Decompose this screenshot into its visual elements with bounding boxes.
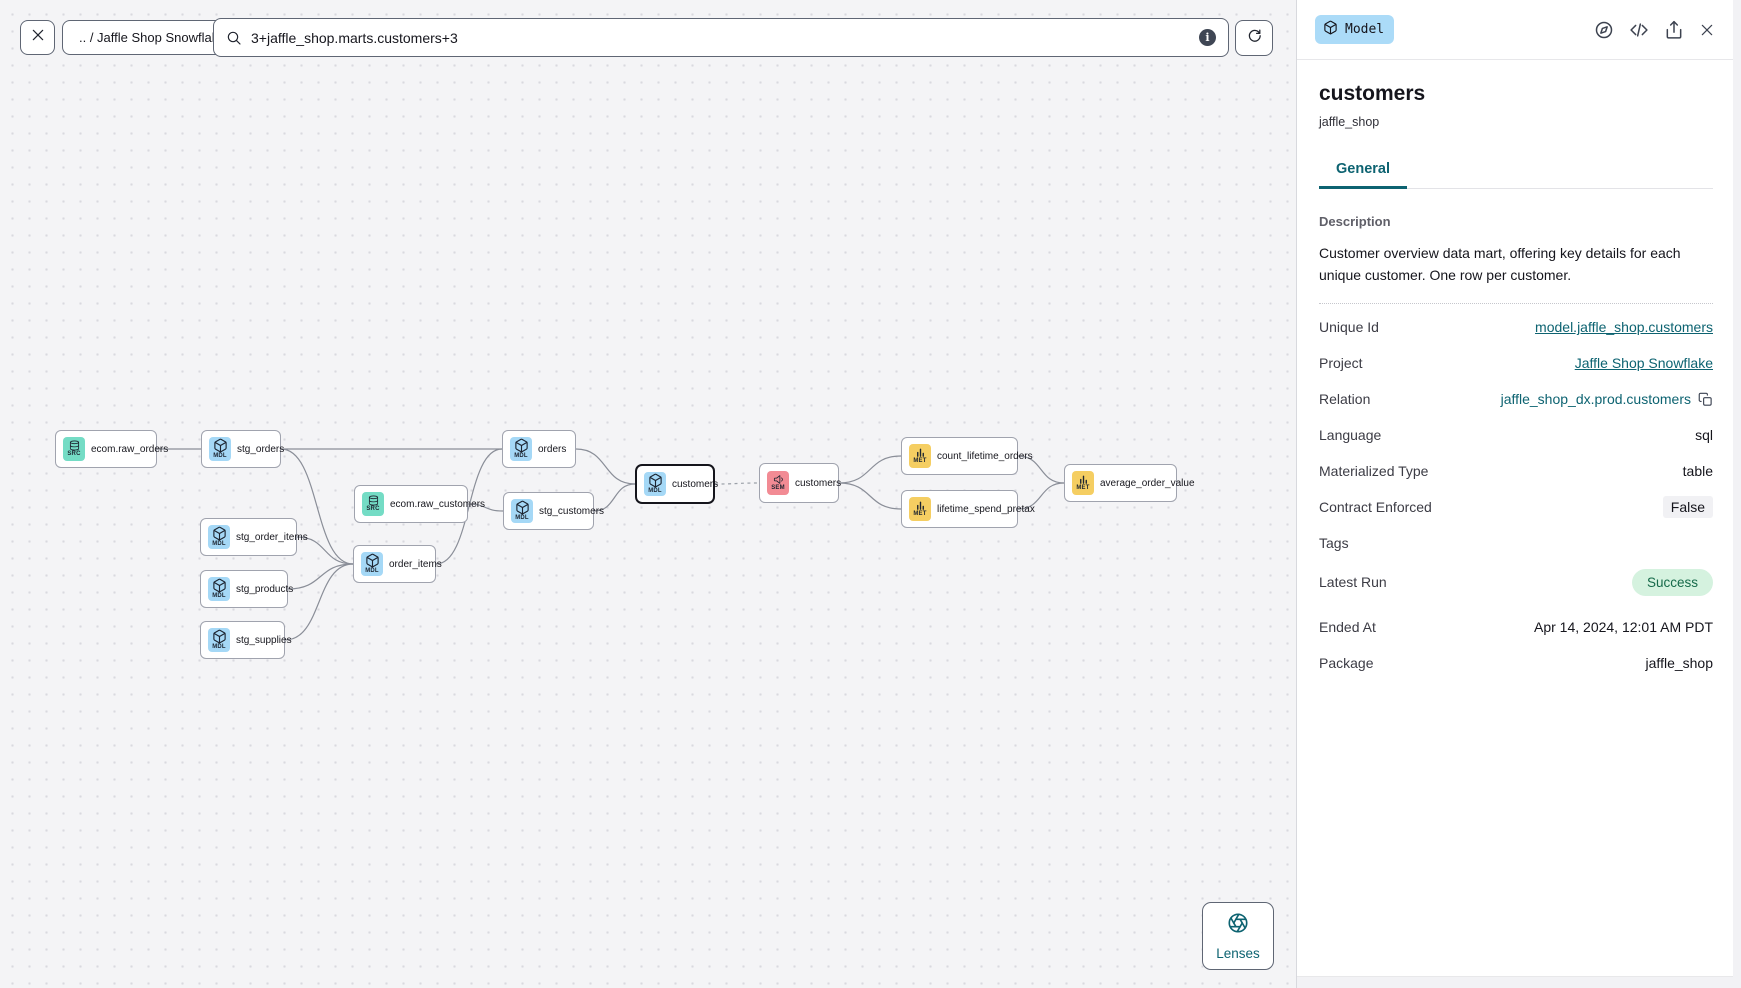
copy-icon[interactable] — [1698, 392, 1713, 407]
graph-node-average_order_value[interactable]: MET average_order_value — [1064, 464, 1195, 502]
graph-node-ecom_raw_orders[interactable]: SRC ecom.raw_orders — [55, 430, 168, 468]
graph-node-stg_customers[interactable]: MDL stg_customers — [503, 492, 604, 530]
graph-node-stg_products[interactable]: MDL stg_products — [200, 570, 293, 608]
details-panel: Model customers jaffle_shop General Desc… — [1296, 0, 1741, 988]
node-label: lifetime_spend_pretax — [937, 503, 1035, 515]
field-row-relation: Relation jaffle_shop_dx.prod.customers — [1319, 381, 1713, 417]
tab-general[interactable]: General — [1319, 161, 1407, 189]
explore-compass-icon[interactable] — [1594, 20, 1614, 40]
tab-bar: General — [1319, 160, 1713, 189]
node-label: stg_orders — [237, 443, 285, 455]
cube-icon — [1323, 20, 1338, 39]
relation-value: jaffle_shop_dx.prod.customers — [1500, 391, 1691, 408]
divider — [1319, 303, 1713, 305]
search-input[interactable] — [251, 29, 1190, 46]
cube-icon: MDL — [208, 628, 230, 652]
field-row-project: Project Jaffle Shop Snowflake — [1319, 355, 1713, 372]
field-row-latest-run: Latest Run Success — [1319, 561, 1713, 603]
package-value: jaffle_shop — [1645, 655, 1713, 672]
field-row-language: Language sql — [1319, 427, 1713, 444]
cube-icon: MDL — [361, 552, 383, 576]
graph-node-customers_model[interactable]: MDL customers — [635, 464, 719, 504]
node-label: ecom.raw_customers — [390, 498, 486, 510]
node-label: customers — [672, 478, 719, 490]
refresh-icon — [1246, 27, 1263, 49]
field-row-ended-at: Ended At Apr 14, 2024, 12:01 AM PDT — [1319, 619, 1713, 636]
info-icon[interactable]: i — [1199, 29, 1216, 46]
barchart-icon: MET — [1072, 471, 1094, 495]
panel-header: Model — [1297, 0, 1733, 60]
project-link[interactable]: Jaffle Shop Snowflake — [1574, 355, 1713, 372]
graph-node-customers_semantic[interactable]: SEM customers — [759, 463, 842, 503]
megaphone-icon: SEM — [767, 471, 789, 495]
field-row-tags: Tags — [1319, 535, 1349, 552]
node-label: stg_products — [236, 583, 294, 595]
node-label: stg_order_items — [236, 531, 308, 543]
ended-at-value: Apr 14, 2024, 12:01 AM PDT — [1534, 619, 1713, 636]
lenses-label: Lenses — [1216, 945, 1260, 961]
cube-icon: MDL — [209, 437, 231, 461]
resource-type-badge: Model — [1315, 15, 1395, 44]
node-label: stg_supplies — [236, 634, 292, 646]
node-label: customers — [795, 477, 842, 489]
field-rows: Unique Id model.jaffle_shop.customers Pr… — [1319, 309, 1713, 681]
close-lineage-button[interactable] — [20, 20, 55, 55]
graph-node-count_lifetime_orders[interactable]: MET count_lifetime_orders — [901, 437, 1033, 475]
field-row-unique-id: Unique Id model.jaffle_shop.customers — [1319, 319, 1713, 336]
details-card: Model customers jaffle_shop General Desc… — [1297, 0, 1733, 977]
package-subtitle: jaffle_shop — [1319, 115, 1380, 129]
cube-icon: MDL — [208, 577, 230, 601]
node-label: stg_customers — [539, 505, 605, 517]
cube-icon: MDL — [511, 499, 533, 523]
materialized-type-value: table — [1682, 463, 1713, 480]
node-label: orders — [538, 443, 567, 455]
node-label: ecom.raw_orders — [91, 443, 169, 455]
description-label: Description — [1319, 214, 1391, 229]
node-label: order_items — [389, 558, 442, 570]
node-label: average_order_value — [1100, 477, 1195, 489]
lineage-search-bar: i — [213, 18, 1229, 57]
close-icon — [30, 27, 46, 48]
contract-enforced-value: False — [1662, 496, 1713, 519]
graph-node-stg_orders[interactable]: MDL stg_orders — [201, 430, 285, 468]
field-row-contract-enforced: Contract Enforced False — [1319, 489, 1713, 525]
search-icon — [226, 30, 242, 46]
close-panel-icon[interactable] — [1699, 22, 1715, 38]
node-label: count_lifetime_orders — [937, 450, 1033, 462]
cube-icon: MDL — [644, 472, 666, 496]
unique-id-link[interactable]: model.jaffle_shop.customers — [1535, 319, 1713, 336]
description-text: Customer overview data mart, offering ke… — [1319, 245, 1681, 284]
field-row-package: Package jaffle_shop — [1319, 655, 1713, 672]
cube-icon: MDL — [510, 437, 532, 461]
cube-icon: MDL — [208, 525, 230, 549]
share-icon[interactable] — [1664, 20, 1684, 40]
language-value: sql — [1695, 427, 1713, 444]
breadcrumb[interactable]: .. / Jaffle Shop Snowflake — [62, 20, 243, 55]
graph-node-orders[interactable]: MDL orders — [502, 430, 576, 468]
refresh-button[interactable] — [1235, 20, 1273, 56]
graph-node-order_items[interactable]: MDL order_items — [353, 545, 442, 583]
graph-node-ecom_raw_customers[interactable]: SRC ecom.raw_customers — [354, 485, 485, 523]
status-badge: Success — [1631, 568, 1713, 596]
graph-node-stg_supplies[interactable]: MDL stg_supplies — [200, 621, 292, 659]
barchart-icon: MET — [909, 444, 931, 468]
field-row-materialized-type: Materialized Type table — [1319, 463, 1713, 480]
graph-node-stg_order_items[interactable]: MDL stg_order_items — [200, 518, 308, 556]
aperture-icon — [1227, 912, 1249, 939]
barchart-icon: MET — [909, 497, 931, 521]
panel-body: customers jaffle_shop General Descriptio… — [1297, 60, 1733, 681]
graph-node-lifetime_spend_pretax[interactable]: MET lifetime_spend_pretax — [901, 490, 1035, 528]
page-title: customers — [1319, 82, 1426, 105]
database-icon: SRC — [362, 492, 384, 516]
code-icon[interactable] — [1629, 20, 1649, 40]
database-icon: SRC — [63, 437, 85, 461]
lenses-button[interactable]: Lenses — [1202, 902, 1274, 970]
